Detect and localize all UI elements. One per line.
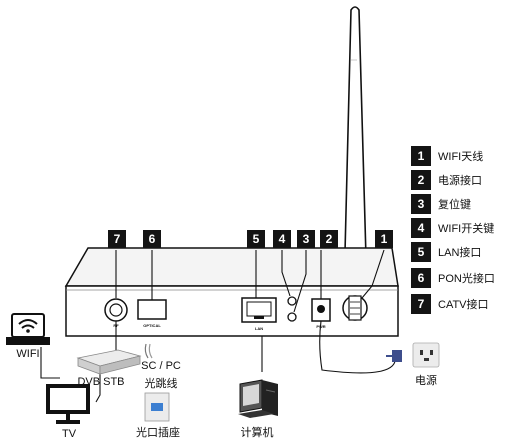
fiber-patch-cable-icon bbox=[144, 343, 153, 359]
legend-label: LAN接口 bbox=[438, 247, 482, 259]
laptop-icon bbox=[6, 313, 50, 345]
reset-button bbox=[287, 312, 297, 322]
legend-number: 2 bbox=[411, 170, 431, 190]
legend-label: WIFI开关键 bbox=[438, 223, 495, 235]
legend-item-4: 4 WIFI开关键 bbox=[411, 218, 494, 238]
optical-port-label: OPTICAL bbox=[143, 323, 161, 328]
lan-port-label: LAN bbox=[254, 326, 264, 331]
legend-label: CATV接口 bbox=[438, 299, 489, 311]
legend-label: PON光接口 bbox=[438, 273, 495, 285]
fiber-cable-label-1: SC / PC bbox=[141, 360, 181, 372]
legend-item-5: 5 LAN接口 bbox=[411, 242, 481, 262]
tv-label: TV bbox=[61, 428, 77, 440]
callout-3: 3 bbox=[297, 230, 315, 248]
legend-item-1: 1 WIFI天线 bbox=[411, 146, 483, 166]
legend-number: 5 bbox=[411, 242, 431, 262]
legend-item-3: 3 复位键 bbox=[411, 194, 471, 214]
callout-5: 5 bbox=[247, 230, 265, 248]
wifi-antenna bbox=[343, 6, 368, 294]
callout-leaders bbox=[115, 249, 385, 313]
callout-4: 4 bbox=[273, 230, 291, 248]
legend-number: 4 bbox=[411, 218, 431, 238]
legend-item-7: 7 CATV接口 bbox=[411, 294, 489, 314]
legend-label: 电源接口 bbox=[438, 175, 482, 187]
fiber-socket-icon bbox=[144, 392, 170, 422]
power-label: 电源 bbox=[415, 375, 437, 387]
computer-icon bbox=[238, 379, 278, 418]
legend-item-6: 6 PON光接口 bbox=[411, 268, 495, 288]
pwr-port-label: PWR bbox=[316, 324, 326, 329]
callout-1: 1 bbox=[375, 230, 393, 248]
legend-label: WIFI天线 bbox=[438, 151, 484, 163]
wifi-button bbox=[287, 296, 297, 306]
callout-2: 2 bbox=[320, 230, 338, 248]
optical-port bbox=[137, 299, 167, 320]
legend-number: 7 bbox=[411, 294, 431, 314]
connection-lines bbox=[40, 321, 263, 403]
antenna-base bbox=[342, 295, 368, 321]
legend-number: 3 bbox=[411, 194, 431, 214]
set-top-box-label: DVB STB bbox=[77, 376, 125, 388]
rf-port-label: RF bbox=[113, 323, 119, 328]
legend-item-2: 2 电源接口 bbox=[411, 170, 482, 190]
fiber-socket-label: 光口插座 bbox=[136, 427, 180, 439]
legend-label: 复位键 bbox=[438, 199, 471, 211]
tv-icon bbox=[46, 384, 90, 424]
computer-label: 计算机 bbox=[240, 427, 274, 439]
lan-port bbox=[241, 297, 277, 323]
power-cable bbox=[319, 320, 402, 374]
rf-port bbox=[104, 298, 128, 322]
legend-number: 1 bbox=[411, 146, 431, 166]
power-outlet-icon bbox=[412, 342, 440, 368]
legend-number: 6 bbox=[411, 268, 431, 288]
callout-6: 6 bbox=[143, 230, 161, 248]
power-port bbox=[311, 298, 331, 322]
fiber-cable-label-2: 光跳线 bbox=[144, 378, 178, 390]
set-top-box-icon bbox=[76, 349, 142, 375]
callout-7: 7 bbox=[108, 230, 126, 248]
wifi-label: WIFI bbox=[16, 348, 40, 360]
